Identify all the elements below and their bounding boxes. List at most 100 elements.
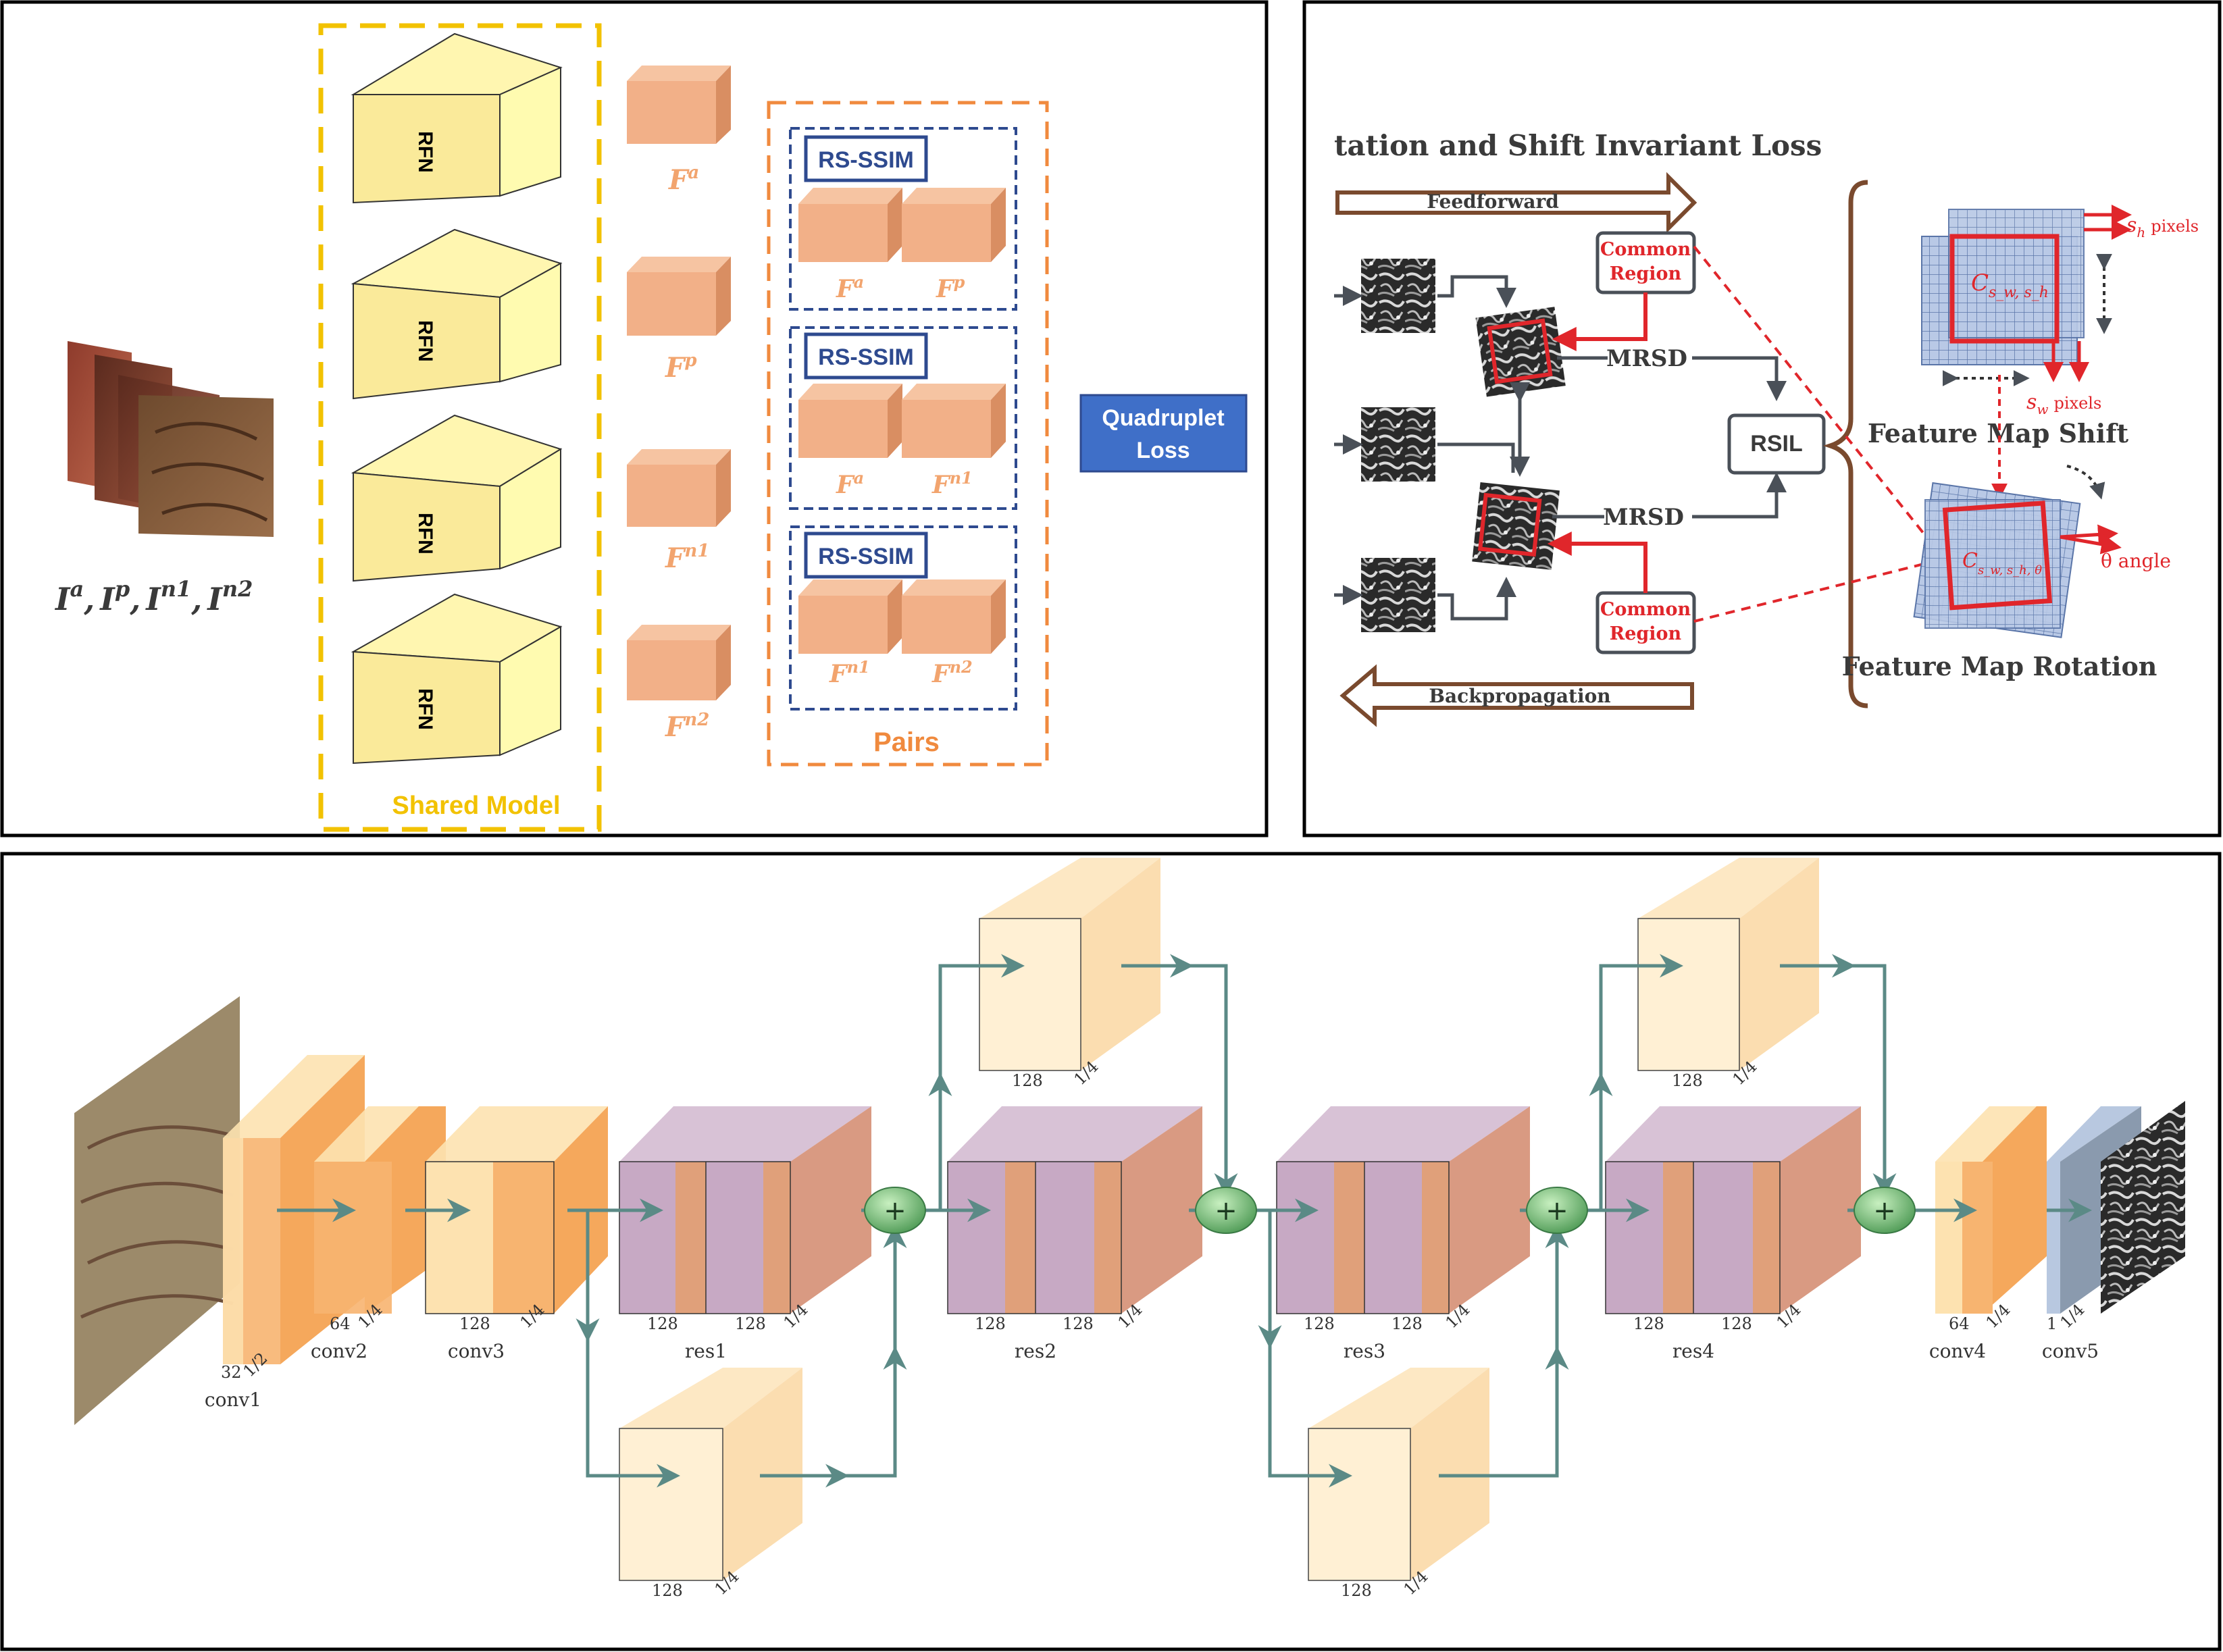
skip3-ch: 128 xyxy=(1672,1071,1703,1090)
common-region-top-l2: Region xyxy=(1610,263,1682,284)
plus-node-1: + xyxy=(864,1187,926,1234)
res4-ch-a: 128 xyxy=(1633,1314,1664,1333)
res3-ch-a: 128 xyxy=(1304,1314,1335,1333)
quadruplet-loss-line1: Quadruplet xyxy=(1102,405,1224,431)
brace xyxy=(1822,180,1868,708)
plus-node-2: + xyxy=(1195,1187,1257,1234)
pairs-box xyxy=(767,101,1049,767)
feature-label-p: Fp xyxy=(665,351,697,384)
pair-3-left-label: Fn1 xyxy=(829,657,870,688)
patch-1 xyxy=(1361,259,1435,333)
skip-block-upper-2 xyxy=(1637,858,1819,1071)
main-flow-arrows xyxy=(277,954,2092,1488)
conv4-block xyxy=(1935,1106,2047,1314)
conv3-ch: 128 xyxy=(459,1314,490,1333)
pair-1-metric-box xyxy=(804,135,928,182)
feature-map-shift: Cs_w, s_h xyxy=(1921,205,2132,386)
res4-ch-b: 128 xyxy=(1721,1314,1752,1333)
res2-ch-b: 128 xyxy=(1063,1314,1094,1333)
svg-text:Cs_w, s_h, θ: Cs_w, s_h, θ xyxy=(1962,549,2042,577)
pair-3-cube-left xyxy=(798,579,902,654)
conv1-name: conv1 xyxy=(205,1389,261,1411)
conv3-block xyxy=(425,1106,608,1314)
pair-2-left-label: Fa xyxy=(836,468,864,499)
output-map xyxy=(2101,1101,2185,1314)
pair-1-cube-left xyxy=(798,188,902,262)
panel-c: 32 1/2 conv1 64 1/4 conv2 128 1/4 conv3 xyxy=(74,858,2185,1600)
quadruplet-loss-line2: Loss xyxy=(1136,438,1190,463)
feature-cube-n1 xyxy=(627,449,731,527)
res3-ch-b: 128 xyxy=(1391,1314,1423,1333)
shared-model-box xyxy=(318,23,602,832)
pair-2-metric-box xyxy=(804,332,928,380)
input-skin-image xyxy=(74,996,240,1425)
res1-name: res1 xyxy=(685,1340,727,1362)
pair-3-cube-right xyxy=(902,579,1006,654)
common-region-bottom-l1: Common xyxy=(1600,599,1691,620)
panel-a: Ia,Ip,In1,In2 Shared Model RFN RFN RFN xyxy=(54,23,1248,832)
conv3-name: conv3 xyxy=(448,1340,505,1362)
svg-text:+: + xyxy=(1545,1195,1568,1227)
rfn-block-2: RFN xyxy=(351,228,563,400)
conv5-name: conv5 xyxy=(2042,1340,2099,1362)
rotated-patch-top xyxy=(1475,307,1566,397)
svg-text:Cs_w, s_h: Cs_w, s_h xyxy=(1971,269,2049,301)
panel-b-frame xyxy=(1302,0,2222,837)
rsil-label: RSIL xyxy=(1750,431,1802,457)
res4-name: res4 xyxy=(1672,1340,1714,1362)
backpropagation-arrow xyxy=(1339,664,1694,727)
conv2-ch: 64 xyxy=(330,1314,351,1333)
feature-label-n1: Fn1 xyxy=(665,541,709,574)
res1-ch-a: 128 xyxy=(647,1314,678,1333)
res2-name: res2 xyxy=(1015,1340,1056,1362)
conv2-name: conv2 xyxy=(311,1340,367,1362)
plus-node-3: + xyxy=(1526,1187,1588,1234)
feature-cube-n2 xyxy=(627,625,731,700)
mrsd-label-bottom: MRSD xyxy=(1603,504,1684,531)
feature-map-rotation: Cs_w, s_h, θ xyxy=(1913,465,2122,638)
pair-1-right-label: Fp xyxy=(936,272,965,303)
conv1-ch: 32 xyxy=(221,1363,242,1382)
pair-1-box xyxy=(789,127,1017,311)
feature-label-n2: Fn2 xyxy=(665,710,709,743)
rfn-label-3: RFN xyxy=(414,513,436,554)
rfn-block-1: RFN xyxy=(351,32,563,204)
conv4-ch: 64 xyxy=(1949,1314,1970,1333)
res2-block xyxy=(947,1106,1202,1314)
feedforward-label: Feedforward xyxy=(1427,190,1559,213)
pair-2-cube-left xyxy=(798,384,902,458)
input-image-stack xyxy=(68,341,274,537)
conv4-name: conv4 xyxy=(1929,1340,1986,1362)
svg-text:+: + xyxy=(1873,1195,1896,1227)
panel-b: tation and Shift Invariant Loss Feedforw… xyxy=(1334,129,2199,727)
rfn-block-3: RFN xyxy=(351,414,563,582)
res2-ch-a: 128 xyxy=(975,1314,1006,1333)
patch-2 xyxy=(1361,407,1435,482)
feature-cube-p xyxy=(627,257,731,336)
pair-3-box xyxy=(789,525,1017,711)
pair-1-cube-right xyxy=(902,188,1006,262)
conv5-ch: 1 xyxy=(2047,1314,2057,1333)
theta-label: θ angle xyxy=(2101,550,2171,572)
panel-b-title: tation and Shift Invariant Loss xyxy=(1334,129,1822,162)
rfn-label-2: RFN xyxy=(414,320,436,362)
res3-name: res3 xyxy=(1344,1340,1385,1362)
feedforward-arrow xyxy=(1335,172,1697,234)
rsil-box xyxy=(1727,413,1826,475)
pair-1-left-label: Fa xyxy=(836,272,864,303)
skip4-ch: 128 xyxy=(1341,1581,1372,1600)
pair-3-metric-box xyxy=(804,532,928,579)
shared-model-label: Shared Model xyxy=(392,792,560,820)
skip2-ch: 128 xyxy=(652,1581,683,1600)
res3-block xyxy=(1276,1106,1530,1314)
feature-label-a: Fa xyxy=(668,163,699,196)
common-region-top-l1: Common xyxy=(1600,239,1691,260)
pair-2-box xyxy=(789,326,1017,510)
skip1-ch: 128 xyxy=(1012,1071,1043,1090)
skip-block-upper-1 xyxy=(979,858,1160,1071)
pairs-label: Pairs xyxy=(873,727,940,757)
pair-2-metric: RS-SSIM xyxy=(818,344,914,370)
backpropagation-label: Backpropagation xyxy=(1429,685,1610,707)
pair-2-cube-right xyxy=(902,384,1006,458)
